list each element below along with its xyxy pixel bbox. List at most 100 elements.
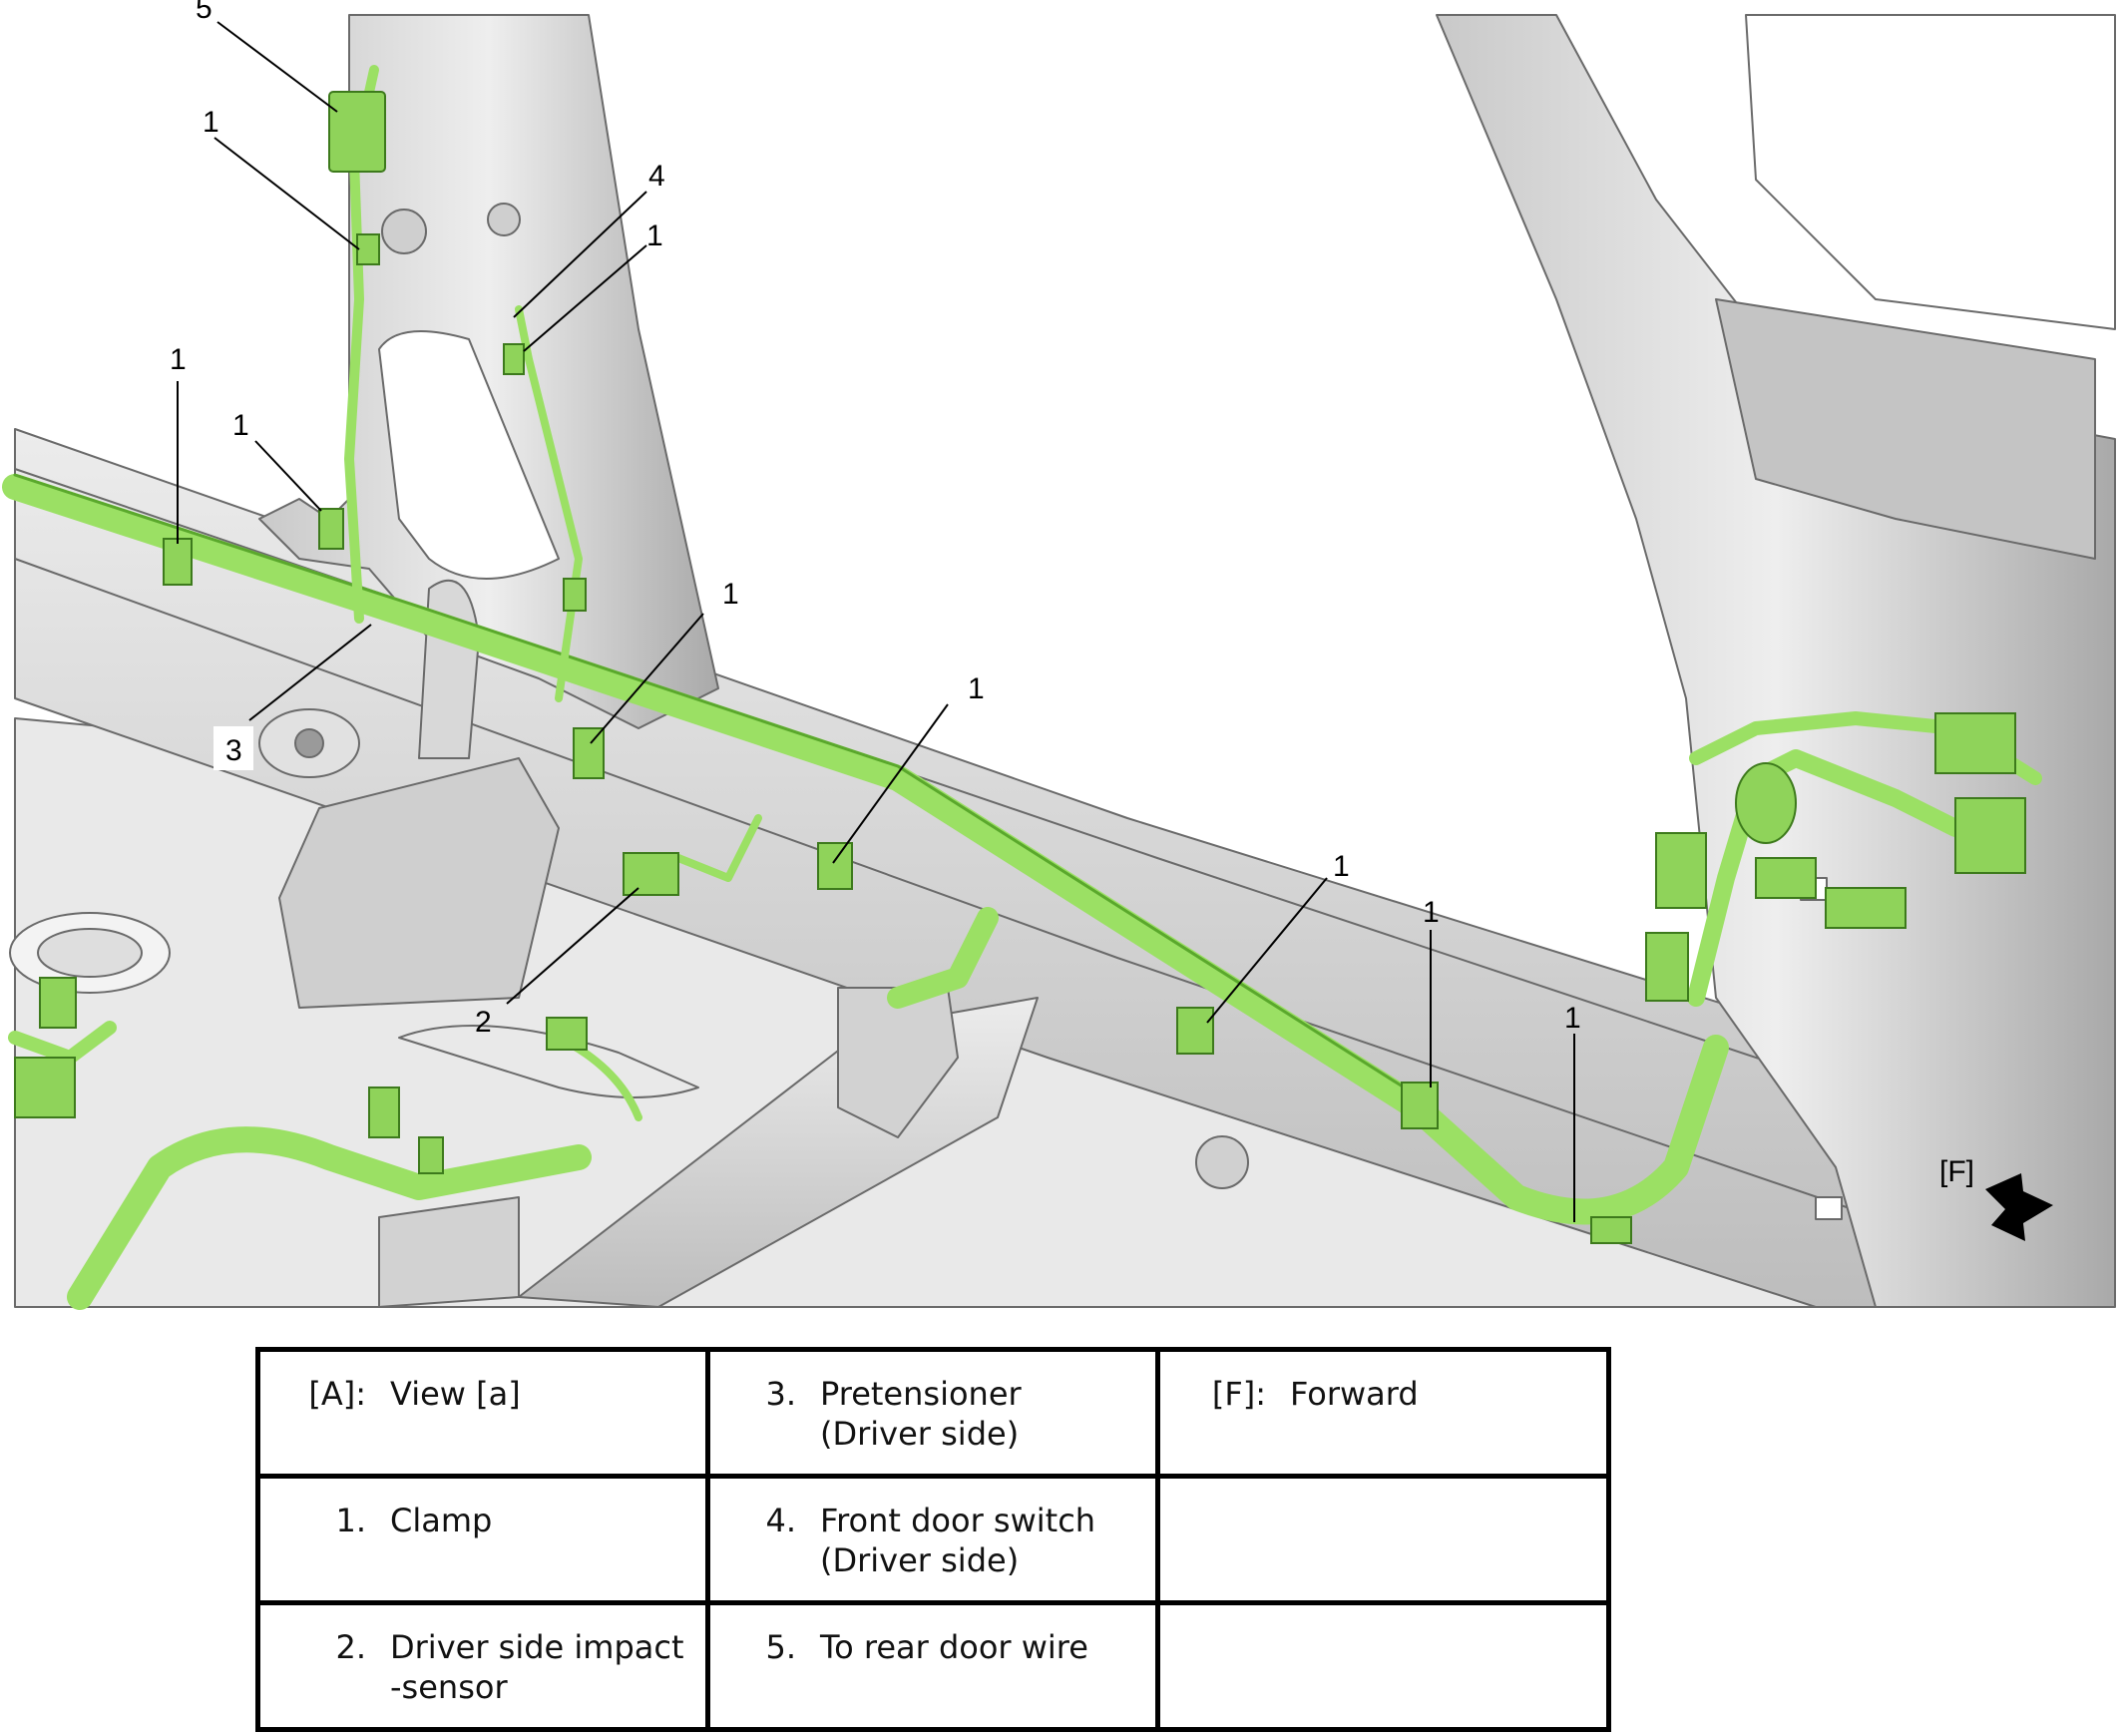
pillar-connector-f bbox=[1825, 887, 1907, 929]
floor-left-connector bbox=[14, 1057, 76, 1118]
floor-left-connector bbox=[39, 977, 77, 1029]
clamp bbox=[817, 842, 853, 890]
callout-1: 1 bbox=[646, 219, 663, 252]
callout-1: 1 bbox=[722, 578, 739, 611]
callout-1: 1 bbox=[1564, 1002, 1581, 1035]
legend-text: Forward bbox=[1290, 1375, 1419, 1413]
legend-cell: [A]: View [a] bbox=[255, 1347, 710, 1479]
rear-bracket bbox=[378, 1196, 520, 1308]
callout-4: 4 bbox=[648, 160, 665, 193]
legend-table: [A]: View [a] 3. Pretensioner (Driver si… bbox=[255, 1347, 1611, 1732]
callout-1: 1 bbox=[203, 106, 219, 139]
a-pillar-hole bbox=[1195, 1135, 1249, 1189]
leader-line bbox=[832, 703, 949, 864]
wiring-harness bbox=[2, 65, 2042, 1310]
legend-key: [F]: bbox=[1211, 1375, 1266, 1413]
callout-1: 1 bbox=[1333, 850, 1350, 883]
legend-text: Clamp bbox=[390, 1502, 493, 1539]
branch-impact-sensor bbox=[674, 814, 762, 882]
connectors bbox=[14, 91, 2026, 1244]
a-pillar-window bbox=[1745, 14, 2116, 330]
legend-cell: 5. To rear door wire bbox=[705, 1600, 1160, 1732]
clamp bbox=[163, 538, 193, 586]
sill-lower-edge bbox=[14, 558, 1877, 1218]
grommet bbox=[1735, 762, 1797, 844]
floor-rib bbox=[398, 1025, 699, 1098]
legend-text: Driver side impact -sensor bbox=[390, 1628, 684, 1706]
legend-key: [A]: bbox=[308, 1375, 366, 1413]
legend-key: 4. bbox=[765, 1502, 796, 1539]
legend-cell: 3. Pretensioner (Driver side) bbox=[705, 1347, 1160, 1479]
legend-cell bbox=[1155, 1600, 1611, 1732]
legend-cell: 2. Driver side impact -sensor bbox=[255, 1600, 710, 1732]
pillar-connector-b bbox=[1645, 932, 1689, 1002]
floor-sensor bbox=[546, 1017, 588, 1051]
clamp bbox=[1176, 1007, 1214, 1055]
forward-arrow-icon bbox=[1985, 1173, 2053, 1241]
wiring-harness-diagram: 5 1 1 1 4 1 1 1 1 1 1 2 3 [F] bbox=[2, 0, 2116, 1310]
legend-text: Pretensioner (Driver side) bbox=[820, 1375, 1022, 1453]
callout-3: 3 bbox=[225, 734, 242, 767]
clamp bbox=[318, 508, 344, 550]
legend-row: 2. Driver side impact -sensor 5. To rear… bbox=[255, 1600, 1611, 1732]
leader-line bbox=[216, 21, 338, 113]
pillar-connector-a bbox=[1655, 832, 1707, 909]
leader-line bbox=[590, 613, 704, 744]
legend-text: Front door switch (Driver side) bbox=[820, 1502, 1096, 1579]
legend-row: 1. Clamp 4. Front door switch (Driver si… bbox=[255, 1474, 1611, 1605]
legend-row: [A]: View [a] 3. Pretensioner (Driver si… bbox=[255, 1347, 1611, 1479]
pillar-connector-e bbox=[1755, 857, 1817, 899]
callout-5: 5 bbox=[196, 0, 212, 25]
legend-text: To rear door wire bbox=[820, 1628, 1088, 1666]
callout-labels: 5 1 1 1 4 1 1 1 1 1 1 2 3 bbox=[170, 0, 1581, 1039]
leader-line bbox=[513, 191, 647, 318]
leader-line bbox=[213, 137, 360, 250]
branch-floor bbox=[67, 1126, 592, 1310]
forward-label: [F] bbox=[1939, 1155, 1974, 1188]
floor-boss-inner bbox=[37, 928, 143, 978]
clamp bbox=[1401, 1082, 1439, 1129]
legend-cell: [F]: Forward bbox=[1155, 1347, 1611, 1479]
legend-key: 1. bbox=[335, 1502, 366, 1539]
clamp bbox=[1590, 1216, 1632, 1244]
leader-line bbox=[254, 440, 322, 512]
clamp bbox=[563, 578, 587, 612]
seat-bracket-center bbox=[418, 579, 480, 759]
legend-cell: 1. Clamp bbox=[255, 1474, 710, 1605]
legend-key: 2. bbox=[335, 1628, 366, 1666]
seat-bracket-left bbox=[278, 757, 560, 1009]
callout-1: 1 bbox=[968, 672, 985, 705]
branch-cross bbox=[887, 907, 999, 1009]
a-pillar-inner bbox=[1715, 298, 2096, 560]
callout-3-box bbox=[213, 726, 253, 770]
legend-cell: 4. Front door switch (Driver side) bbox=[705, 1474, 1160, 1605]
pillar-connector-d bbox=[1954, 797, 2026, 874]
clamp bbox=[356, 233, 380, 265]
callout-1: 1 bbox=[232, 409, 249, 442]
legend-cell bbox=[1155, 1474, 1611, 1605]
rear-door-connector bbox=[328, 91, 386, 173]
clamp bbox=[503, 343, 525, 375]
callout-1: 1 bbox=[170, 343, 187, 376]
pillar-hole bbox=[487, 203, 521, 236]
forward-indicator: [F] bbox=[1939, 1155, 2053, 1241]
leader-line bbox=[523, 244, 647, 352]
floor-connector bbox=[418, 1136, 444, 1174]
main-harness-trunk bbox=[2, 474, 1729, 1225]
callout-1: 1 bbox=[1423, 896, 1440, 929]
callout-2: 2 bbox=[475, 1006, 492, 1039]
leader-line bbox=[1206, 877, 1328, 1024]
pillar-connector-c bbox=[1934, 712, 2016, 774]
legend-key: 3. bbox=[765, 1375, 796, 1413]
floor-connector bbox=[368, 1086, 400, 1138]
pillar-hole bbox=[381, 209, 427, 254]
leader-lines bbox=[177, 21, 1575, 1222]
legend-key: 5. bbox=[765, 1628, 796, 1666]
a-pillar bbox=[1436, 14, 2116, 1308]
impact-sensor bbox=[623, 852, 679, 896]
a-pillar-slot bbox=[1815, 1196, 1843, 1220]
clamp bbox=[573, 727, 605, 779]
legend-text: View [a] bbox=[390, 1375, 521, 1413]
branch-door-switch bbox=[515, 305, 583, 702]
main-harness-outline bbox=[13, 473, 1419, 1097]
